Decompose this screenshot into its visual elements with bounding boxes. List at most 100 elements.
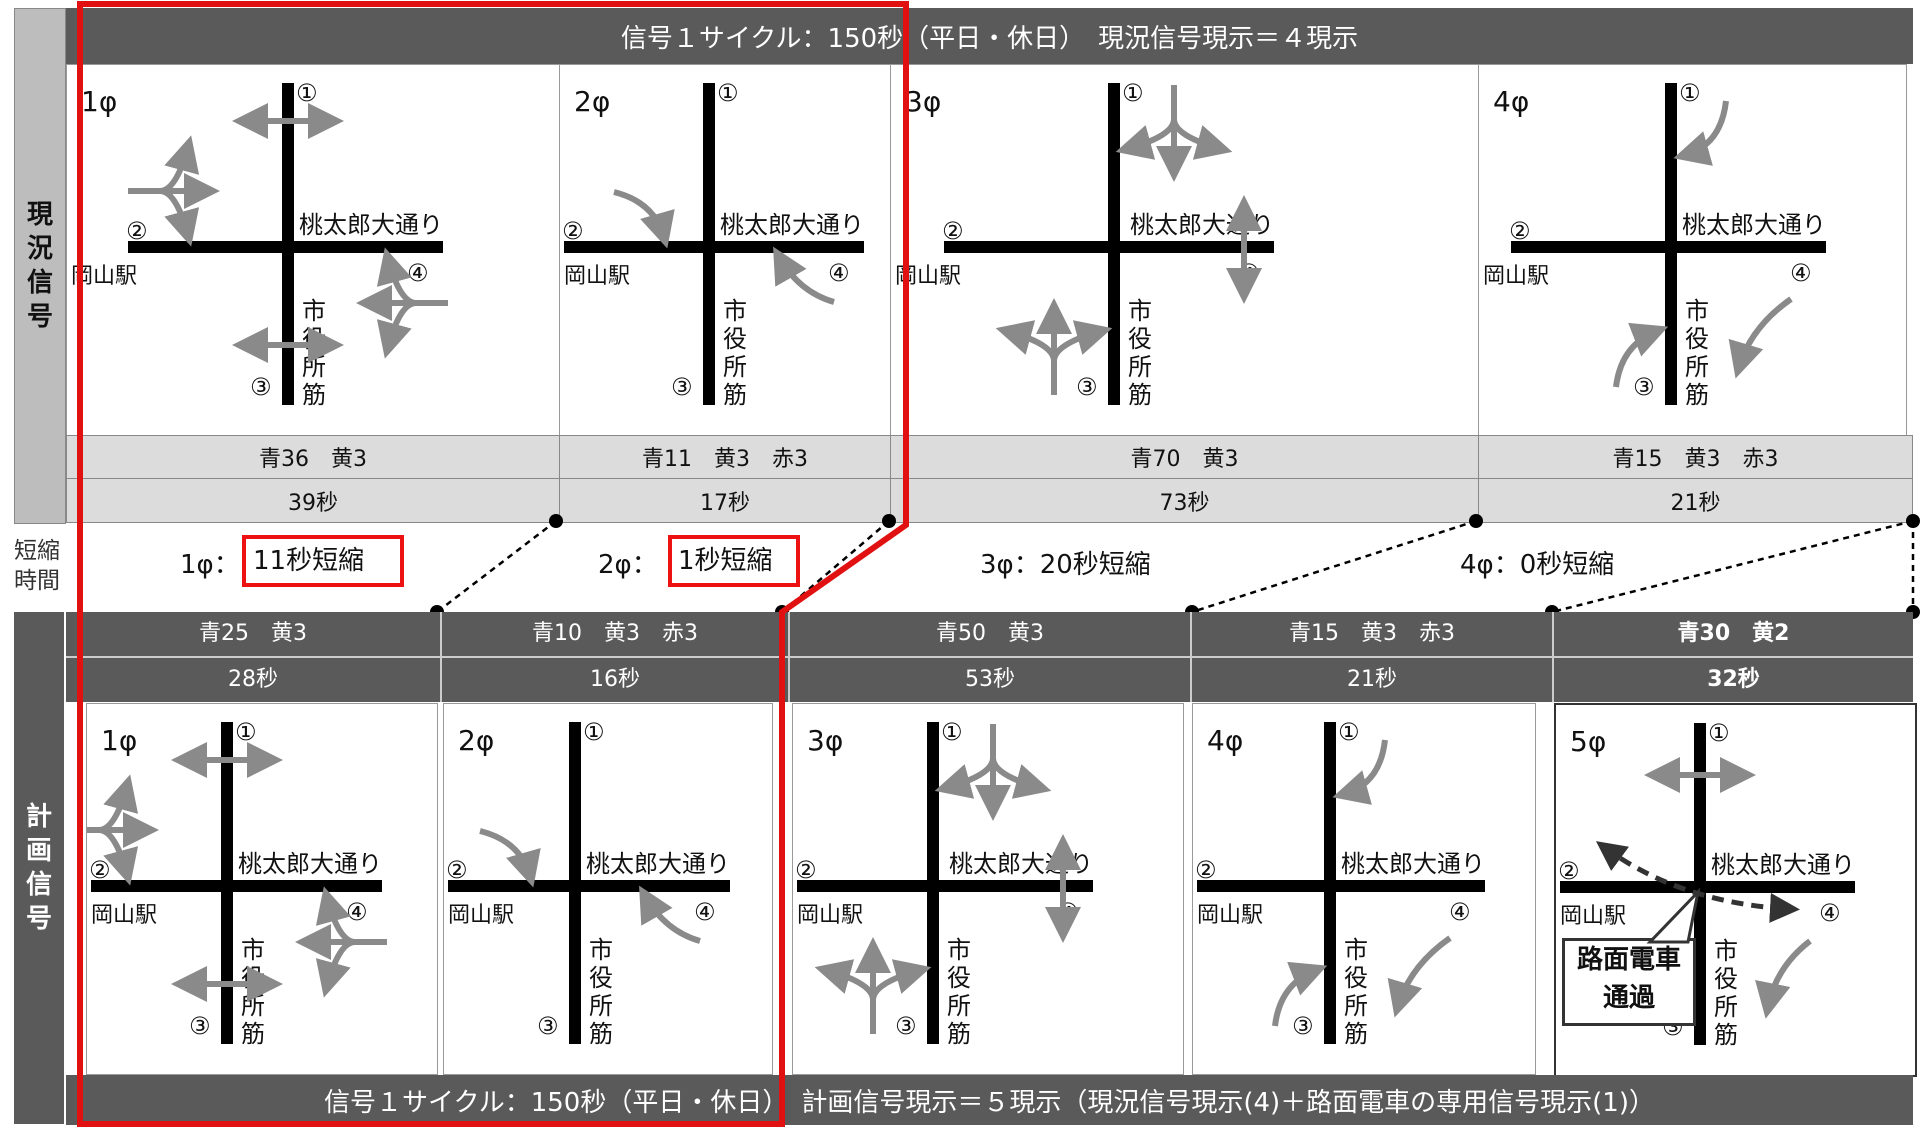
phase-label: 4φ (1493, 85, 1529, 118)
planned-cycle-footer-text: 信号１サイクル：150秒（平日・休日） 計画信号現示＝５現示（現況信号現示(4)… (324, 1087, 1655, 1118)
south-road-label: 所 (1685, 353, 1709, 381)
right-turn-arrow (1673, 100, 1729, 166)
approach-1-label: ① (1679, 79, 1701, 107)
side-line: 時間 (14, 568, 60, 594)
current-phase-3-timing: 青70 黄3 (890, 435, 1479, 479)
planned-phase-4-timing: 青15 黄3 赤3 21秒 (1192, 612, 1554, 702)
east-road-label: 桃太郎大通り (586, 850, 730, 878)
total-text: 39秒 (288, 490, 338, 516)
shortening-highlight-2 (668, 535, 800, 587)
west-place-label: 岡山駅 (448, 903, 514, 928)
south-road-label: 市 (723, 297, 747, 325)
right-turn-arrow (1332, 739, 1388, 805)
total-text: 17秒 (700, 490, 750, 516)
west-place-label: 岡山駅 (91, 903, 157, 928)
south-road-label: 市 (1344, 936, 1368, 964)
south-road-label: 市 (302, 297, 326, 325)
south-road-label: 筋 (947, 1020, 971, 1048)
current-phase-3-total: 73秒 (890, 478, 1479, 523)
south-road-label: 筋 (241, 1020, 265, 1048)
connector-dot (1906, 514, 1920, 528)
approach-3-label: ③ (671, 373, 693, 401)
east-road-label: 桃太郎大通り (1341, 850, 1485, 878)
approach-4-label: ④ (828, 259, 850, 287)
approach-3-label: ③ (250, 373, 272, 401)
shortening-phase-3: 3φ：20秒短縮 (980, 544, 1151, 581)
west-place-label: 岡山駅 (1483, 264, 1549, 289)
approach-1-label: ① (235, 718, 257, 746)
current-timing-table: 青36 黄3 39秒 青11 黄3 赤3 17秒 青70 黄3 73秒 青15 … (66, 435, 1913, 523)
timing-text: 青15 黄3 赤3 (1612, 447, 1779, 472)
phase-label: 4φ (1460, 550, 1494, 580)
approach-4-label: ④ (1449, 898, 1471, 926)
south-road-label: 筋 (589, 1020, 613, 1048)
south-road-label: 所 (947, 992, 971, 1020)
right-turn-arrow (1755, 938, 1812, 1019)
tram-callout-line: 通過 (1602, 983, 1655, 1013)
approach-2-label: ② (126, 217, 148, 245)
timing-text: 青10 黄3 赤3 (442, 612, 788, 658)
approach-3-label: ③ (895, 1012, 917, 1040)
south-road-label: 市 (947, 936, 971, 964)
fork-arrow (376, 300, 417, 359)
fork-arrow (870, 959, 932, 1001)
south-road-label: 筋 (1685, 381, 1709, 409)
tram-path-arrow (1595, 841, 1800, 923)
planned-signal-side-label: 計 画 信 号 (14, 612, 64, 1124)
south-road-label: 所 (1128, 353, 1152, 381)
right-turn-arrow (1387, 935, 1452, 1018)
right-turn-arrow (639, 885, 701, 944)
south-road-label: 市 (241, 936, 265, 964)
phase-label: 2φ (458, 724, 494, 757)
side-char: 計 (25, 802, 52, 832)
total-text: 21秒 (1670, 490, 1721, 516)
timing-text: 青70 黄3 (1130, 447, 1239, 472)
south-road-label: 役 (1685, 325, 1709, 353)
south-road-label: 市 (1685, 297, 1709, 325)
approach-2-label: ② (446, 856, 468, 884)
phase-label: 4φ (1207, 724, 1243, 757)
south-road-label: 所 (1344, 992, 1368, 1020)
timing-text: 青25 黄3 (66, 612, 440, 658)
side-char: 信 (26, 268, 53, 298)
right-turn-arrow (773, 246, 835, 305)
phase-label: 1φ (180, 550, 214, 580)
shortening-phase-4: 4φ：0秒短縮 (1460, 544, 1614, 581)
fork-arrow (1171, 118, 1233, 160)
approach-2-label: ② (1558, 857, 1580, 885)
approach-4-label: ④ (1790, 259, 1812, 287)
west-place-label: 岡山駅 (797, 903, 863, 928)
current-cycle-header-text: 信号１サイクル：150秒（平日・休日） 現況信号現示＝４現示 (620, 23, 1359, 54)
phase-label: 1φ (81, 85, 117, 118)
current-phase-4-timing: 青15 黄3 赤3 (1478, 435, 1913, 479)
phase-label: 2φ (598, 550, 632, 580)
planned-phase-3-timing: 青50 黄3 53秒 (790, 612, 1192, 702)
west-place-label: 岡山駅 (1197, 903, 1263, 928)
separator: ： (1493, 550, 1520, 580)
shortening-highlight-1 (242, 535, 404, 587)
phase-label: 2φ (574, 85, 610, 118)
planned-cycle-footer: 信号１サイクル：150秒（平日・休日） 計画信号現示＝５現示（現況信号現示(4)… (66, 1075, 1913, 1125)
fork-arrow (990, 757, 1052, 799)
current-phase-4-total: 21秒 (1478, 478, 1913, 523)
east-road-label: 桃太郎大通り (720, 211, 864, 239)
separator: ： (213, 550, 240, 580)
timing-text: 青11 黄3 赤3 (642, 447, 808, 472)
fork-arrow (1051, 320, 1113, 362)
side-char: 画 (25, 836, 52, 866)
south-road-label: 市 (1714, 937, 1738, 965)
side-char: 現 (26, 200, 53, 230)
south-road-label: 役 (1714, 965, 1738, 993)
tram-callout-pointer (1646, 888, 1701, 944)
south-road-label: 所 (1714, 993, 1738, 1021)
approach-1-label: ① (1708, 719, 1730, 747)
approach-1-label: ① (296, 79, 318, 107)
south-road-label: 役 (589, 964, 613, 992)
south-road-label: 筋 (1128, 381, 1152, 409)
